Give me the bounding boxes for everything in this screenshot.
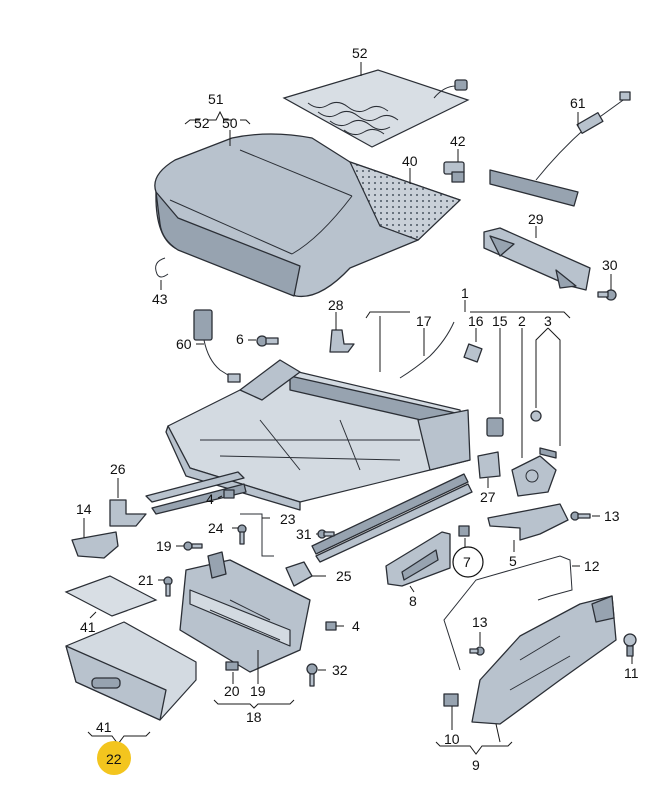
label-43: 43: [152, 291, 168, 307]
mat-41: [64, 575, 158, 617]
seat-cushion: [154, 133, 462, 298]
label-23: 23: [280, 511, 296, 527]
part-26: [109, 499, 147, 527]
part-20: [225, 661, 239, 671]
screw-11: [623, 633, 637, 657]
label-5: 5: [509, 553, 517, 569]
cover-8-slot: [401, 549, 439, 581]
cover-8: [385, 531, 451, 587]
label-19-upper: 19: [156, 538, 172, 554]
part-27: [477, 451, 501, 479]
clip-10: [443, 693, 459, 707]
part-2: [511, 455, 557, 497]
label-50: 50: [222, 115, 238, 131]
label-10: 10: [444, 731, 460, 747]
part-labels: 52 51 52 50 61 42 40 29 30 43 1 28 17 16…: [76, 45, 639, 773]
label-4-lower: 4: [352, 618, 360, 634]
label-3: 3: [544, 313, 552, 329]
belt-buckle: [193, 309, 241, 383]
label-30: 30: [602, 257, 618, 273]
seat-rail-left: [145, 471, 247, 515]
label-26: 26: [110, 461, 126, 477]
bolt-13-upper: [570, 511, 591, 521]
label-41-bottom: 41: [96, 719, 112, 735]
label-32: 32: [332, 662, 348, 678]
label-40: 40: [402, 153, 418, 169]
label-29: 29: [528, 211, 544, 227]
label-11: 11: [624, 665, 639, 681]
side-trim-9: [471, 595, 617, 725]
label-20: 20: [224, 683, 240, 699]
part-3: [530, 410, 557, 459]
bracket-23: [240, 513, 274, 557]
label-4-upper: 4: [206, 491, 214, 507]
cable-guide-part: [489, 91, 631, 207]
label-21: 21: [138, 572, 154, 588]
label-15: 15: [492, 313, 508, 329]
label-17: 17: [416, 313, 432, 329]
bracket-5: [487, 503, 569, 541]
part-7: [458, 525, 470, 537]
label-19-lower: 19: [250, 683, 266, 699]
clip-16: [463, 343, 483, 363]
bolt-6: [256, 335, 279, 347]
clip-28: [329, 329, 355, 353]
label-18: 18: [246, 709, 262, 725]
cable-17: [399, 321, 455, 379]
clip-4-lower: [325, 621, 337, 631]
label-60: 60: [176, 336, 192, 352]
label-52: 52: [194, 115, 210, 131]
bolt-21: [163, 576, 173, 597]
label-61: 61: [570, 95, 586, 111]
label-41-top: 41: [80, 619, 96, 635]
part-25: [285, 561, 313, 587]
clip-4-upper: [223, 489, 235, 499]
label-8: 8: [409, 593, 417, 609]
highlight-badge-22: [97, 741, 131, 775]
storage-box: [179, 551, 311, 673]
label-2: 2: [518, 313, 526, 329]
bolt-13-lower: [469, 646, 485, 656]
drawer-22: [65, 621, 197, 721]
wire-frame-12: [443, 555, 573, 671]
seat-frame: [165, 359, 471, 511]
label-25: 25: [336, 568, 352, 584]
label-9: 9: [472, 757, 480, 773]
part-15: [486, 417, 504, 437]
label-6: 6: [236, 331, 244, 347]
label-12: 12: [584, 558, 600, 574]
circle-badge-7: [452, 546, 484, 578]
seat-rail-right: [311, 473, 473, 563]
bolt-24: [237, 524, 247, 545]
seat-heating-mat: [282, 69, 470, 148]
connector-part: [443, 161, 465, 183]
label-31: 31: [296, 526, 312, 542]
bolt-30: [597, 289, 617, 301]
label-22: 22: [106, 751, 122, 767]
clip-43: [155, 257, 169, 278]
part-14: [71, 531, 119, 559]
label-13-lower: 13: [472, 614, 488, 630]
label-1: 1: [461, 285, 469, 301]
label-52-top: 52: [352, 45, 368, 61]
bolt-19-upper: [183, 541, 203, 551]
label-51: 51: [208, 91, 224, 107]
label-7: 7: [463, 554, 471, 570]
label-14: 14: [76, 501, 92, 517]
label-28: 28: [328, 297, 344, 313]
label-27: 27: [480, 489, 496, 505]
rail-bracket: [483, 227, 591, 291]
label-42: 42: [450, 133, 466, 149]
label-16: 16: [468, 313, 484, 329]
bolt-32: [306, 663, 318, 687]
label-24: 24: [208, 520, 224, 536]
label-13-upper: 13: [604, 508, 620, 524]
